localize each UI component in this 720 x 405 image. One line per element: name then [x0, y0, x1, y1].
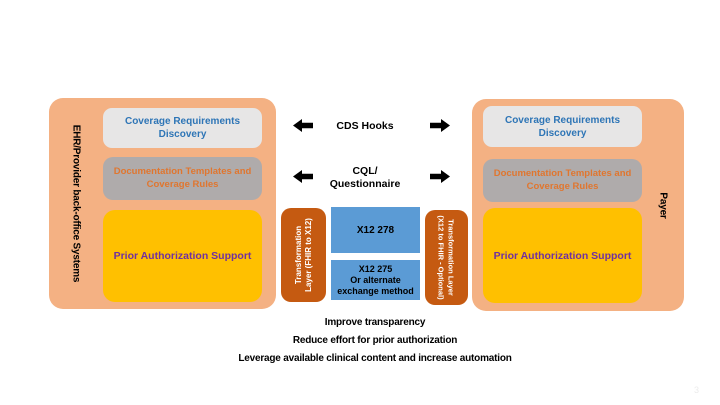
cql-questionnaire-label-line2: Questionnaire: [329, 177, 401, 190]
x12-275-label-line2: Or alternate: [350, 274, 401, 285]
benefit-improve-transparency: Improve transparency: [324, 317, 426, 328]
benefits-list: Improve transparency Reduce effort for p…: [180, 314, 570, 368]
left-documentation-templates-label: Documentation Templates and Coverage Rul…: [113, 166, 252, 190]
right-coverage-requirements-discovery-box: Coverage Requirements Discovery: [483, 106, 642, 147]
left-coverage-requirements-discovery-label: Coverage Requirements Discovery: [124, 116, 241, 140]
right-prior-authorization-label: Prior Authorization Support: [493, 249, 632, 262]
left-documentation-templates-box: Documentation Templates and Coverage Rul…: [103, 157, 262, 200]
transformation-layer-fhir-to-x12-box: Transformation Layer (FHIR to X12): [281, 208, 326, 302]
transformation-layer-x12-to-fhir-label: Transformation Layer (X12 to FHIR - Opti…: [437, 215, 457, 300]
transformation-layer-fhir-to-x12-label: Transformation Layer (FHIR to X12): [294, 218, 314, 292]
benefit-reduce-effort: Reduce effort for prior authorization: [292, 335, 458, 346]
x12-278-label: X12 278: [356, 224, 395, 236]
cql-questionnaire-label-line1: CQL/: [352, 165, 378, 177]
cds-hooks-left-arrow-icon: [293, 119, 313, 132]
transformation-right-line2: (X12 to FHIR - Optional): [437, 215, 447, 300]
right-documentation-templates-box: Documentation Templates and Coverage Rul…: [483, 159, 642, 202]
transformation-right-line1: Transformation Layer: [447, 219, 457, 296]
ehr-provider-panel-label-area: EHR/Provider back-office Systems: [49, 98, 103, 309]
benefit-leverage-clinical-content: Leverage available clinical content and …: [238, 353, 512, 364]
left-prior-authorization-box: Prior Authorization Support: [103, 210, 262, 302]
x12-275-box: X12 275 Or alternate exchange method: [331, 260, 420, 300]
left-coverage-requirements-discovery-box: Coverage Requirements Discovery: [103, 108, 262, 148]
right-documentation-templates-label: Documentation Templates and Coverage Rul…: [493, 168, 632, 192]
slide-number: 3: [694, 385, 700, 395]
cql-right-arrow-icon: [430, 170, 450, 183]
left-prior-authorization-label: Prior Authorization Support: [113, 250, 252, 262]
right-prior-authorization-box: Prior Authorization Support: [483, 208, 642, 303]
cds-hooks-right-arrow-icon: [430, 119, 450, 132]
right-coverage-requirements-discovery-label: Coverage Requirements Discovery: [504, 114, 621, 139]
x12-275-label-line1: X12 275: [358, 263, 393, 274]
cql-left-arrow-icon: [293, 170, 313, 183]
transformation-layer-x12-to-fhir-box: Transformation Layer (X12 to FHIR - Opti…: [425, 210, 468, 305]
payer-panel-label-area: Payer: [642, 99, 684, 311]
transformation-left-line2: Layer (FHIR to X12): [303, 218, 313, 292]
cql-questionnaire-label: CQL/ Questionnaire: [300, 165, 430, 190]
cds-hooks-label: CDS Hooks: [336, 120, 394, 132]
payer-panel: Payer Coverage Requirements Discovery Do…: [472, 99, 684, 311]
ehr-provider-panel-label: EHR/Provider back-office Systems: [70, 124, 82, 283]
transformation-left-line1: Transformation: [293, 225, 303, 285]
x12-275-label-line3: exchange method: [337, 285, 414, 296]
x12-278-box: X12 278: [331, 207, 420, 253]
ehr-provider-panel: EHR/Provider back-office Systems Coverag…: [49, 98, 276, 309]
payer-panel-label: Payer: [657, 191, 669, 219]
